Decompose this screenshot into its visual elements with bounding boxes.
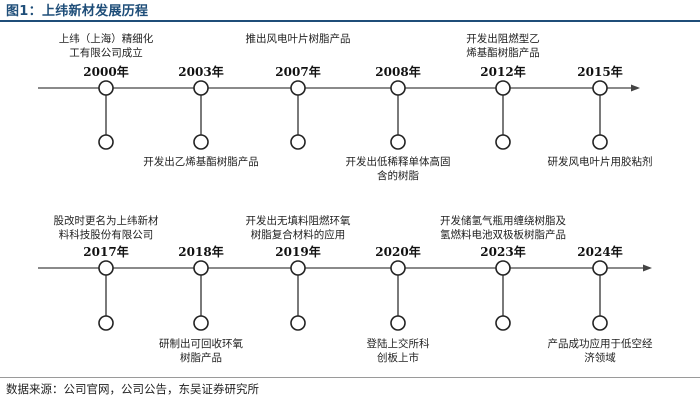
milestone-year: 2015年 (577, 64, 622, 79)
milestone-node (390, 260, 406, 276)
milestone-end-node (98, 315, 114, 331)
milestone-year: 2024年 (577, 244, 622, 259)
milestone-year: 2003年 (178, 64, 223, 79)
milestone-event-line: 股改时更名为上纬新材 (53, 215, 159, 227)
title-rule (0, 20, 700, 22)
milestone-event-line: 创板上市 (377, 352, 419, 364)
milestone-event-line: 氢燃料电池双极板树脂产品 (440, 229, 566, 241)
milestone-event-line: 开发出乙烯基酯树脂产品 (143, 156, 259, 168)
milestone-end-node (495, 315, 511, 331)
milestone-node (98, 260, 114, 276)
milestone-node (495, 260, 511, 276)
milestone-year: 2007年 (275, 64, 320, 79)
timeline-row: 2017年 2018年 2019年 2020年 2023年 2024年 (38, 244, 652, 331)
milestone-end-node (592, 134, 608, 150)
timeline-row: 2000年 2003年 2007年 2008年 2012年 2015年 (38, 64, 640, 150)
milestone-event-line: 料科技股份有限公司 (58, 229, 154, 241)
milestone-node (592, 260, 608, 276)
milestone-event-line: 烯基酯树脂产品 (466, 47, 540, 59)
milestone-end-node (98, 134, 114, 150)
milestone-node (290, 80, 306, 96)
milestone-end-node (193, 315, 209, 331)
milestone-end-node (495, 134, 511, 150)
milestone-node (193, 260, 209, 276)
milestone-event-line: 济领域 (584, 352, 616, 364)
milestone-event: 推出风电叶片树脂产品 (218, 32, 378, 46)
timeline-arrowhead (631, 84, 640, 92)
milestone-event-line: 含的树脂 (377, 170, 419, 182)
milestone-event-line: 登陆上交所科 (366, 338, 430, 350)
milestone-end-node (390, 134, 406, 150)
milestone-event-line: 工有限公司成立 (69, 47, 143, 59)
milestone-node (290, 260, 306, 276)
milestone-year: 2020年 (375, 244, 420, 259)
milestone-event-line: 产品成功应用于低空经 (547, 338, 653, 350)
milestone-year: 2000年 (83, 64, 128, 79)
milestone-event: 登陆上交所科创板上市 (318, 337, 478, 365)
milestone-event-line: 研制出可回收环氧 (159, 338, 243, 350)
milestone-event-line: 开发出阻燃型乙 (466, 33, 540, 45)
milestone-event-line: 开发出无填料阻燃环氧 (245, 215, 351, 227)
milestone-year: 2008年 (375, 64, 420, 79)
milestone-event: 股改时更名为上纬新材料科技股份有限公司 (26, 214, 186, 242)
milestone-year: 2019年 (275, 244, 320, 259)
milestone-node (193, 80, 209, 96)
milestone-node (592, 80, 608, 96)
milestone-end-node (390, 315, 406, 331)
milestone-event: 研发风电叶片用胶粘剂 (520, 155, 680, 169)
milestone-year: 2012年 (480, 64, 525, 79)
milestone-event: 开发出无填料阻燃环氧树脂复合材料的应用 (218, 214, 378, 242)
milestone-year: 2018年 (178, 244, 223, 259)
milestone-event-line: 上纬（上海）精细化 (58, 33, 154, 45)
milestone-event-line: 开发储氢气瓶用缠绕树脂及 (440, 215, 566, 227)
milestone-event-line: 推出风电叶片树脂产品 (245, 33, 351, 45)
source-rule (0, 377, 700, 378)
milestone-end-node (193, 134, 209, 150)
milestone-node (495, 80, 511, 96)
milestone-end-node (290, 134, 306, 150)
milestone-event-line: 树脂产品 (180, 352, 222, 364)
milestone-event-line: 开发出低稀释单体高固 (345, 156, 451, 168)
milestone-end-node (592, 315, 608, 331)
milestone-year: 2017年 (83, 244, 128, 259)
milestone-event: 开发出低稀释单体高固含的树脂 (318, 155, 478, 183)
milestone-event: 开发储氢气瓶用缠绕树脂及氢燃料电池双极板树脂产品 (423, 214, 583, 242)
timeline-arrowhead (643, 264, 652, 272)
milestone-event: 上纬（上海）精细化工有限公司成立 (26, 32, 186, 60)
milestone-event: 产品成功应用于低空经济领域 (520, 337, 680, 365)
figure-title: 图1：上纬新材发展历程 (6, 4, 149, 19)
milestone-event-line: 树脂复合材料的应用 (250, 229, 346, 241)
milestone-node (390, 80, 406, 96)
milestone-event-line: 研发风电叶片用胶粘剂 (547, 156, 653, 168)
milestone-event: 研制出可回收环氧树脂产品 (121, 337, 281, 365)
milestone-year: 2023年 (480, 244, 525, 259)
timeline-diagram: 2000年 2003年 2007年 2008年 2012年 2015年 2017年 2018年… (38, 64, 652, 331)
source-note: 数据来源：公司官网，公司公告，东吴证券研究所 (6, 382, 259, 396)
milestone-node (98, 80, 114, 96)
milestone-event: 开发出乙烯基酯树脂产品 (121, 155, 281, 169)
milestone-end-node (290, 315, 306, 331)
milestone-event: 开发出阻燃型乙烯基酯树脂产品 (423, 32, 583, 60)
